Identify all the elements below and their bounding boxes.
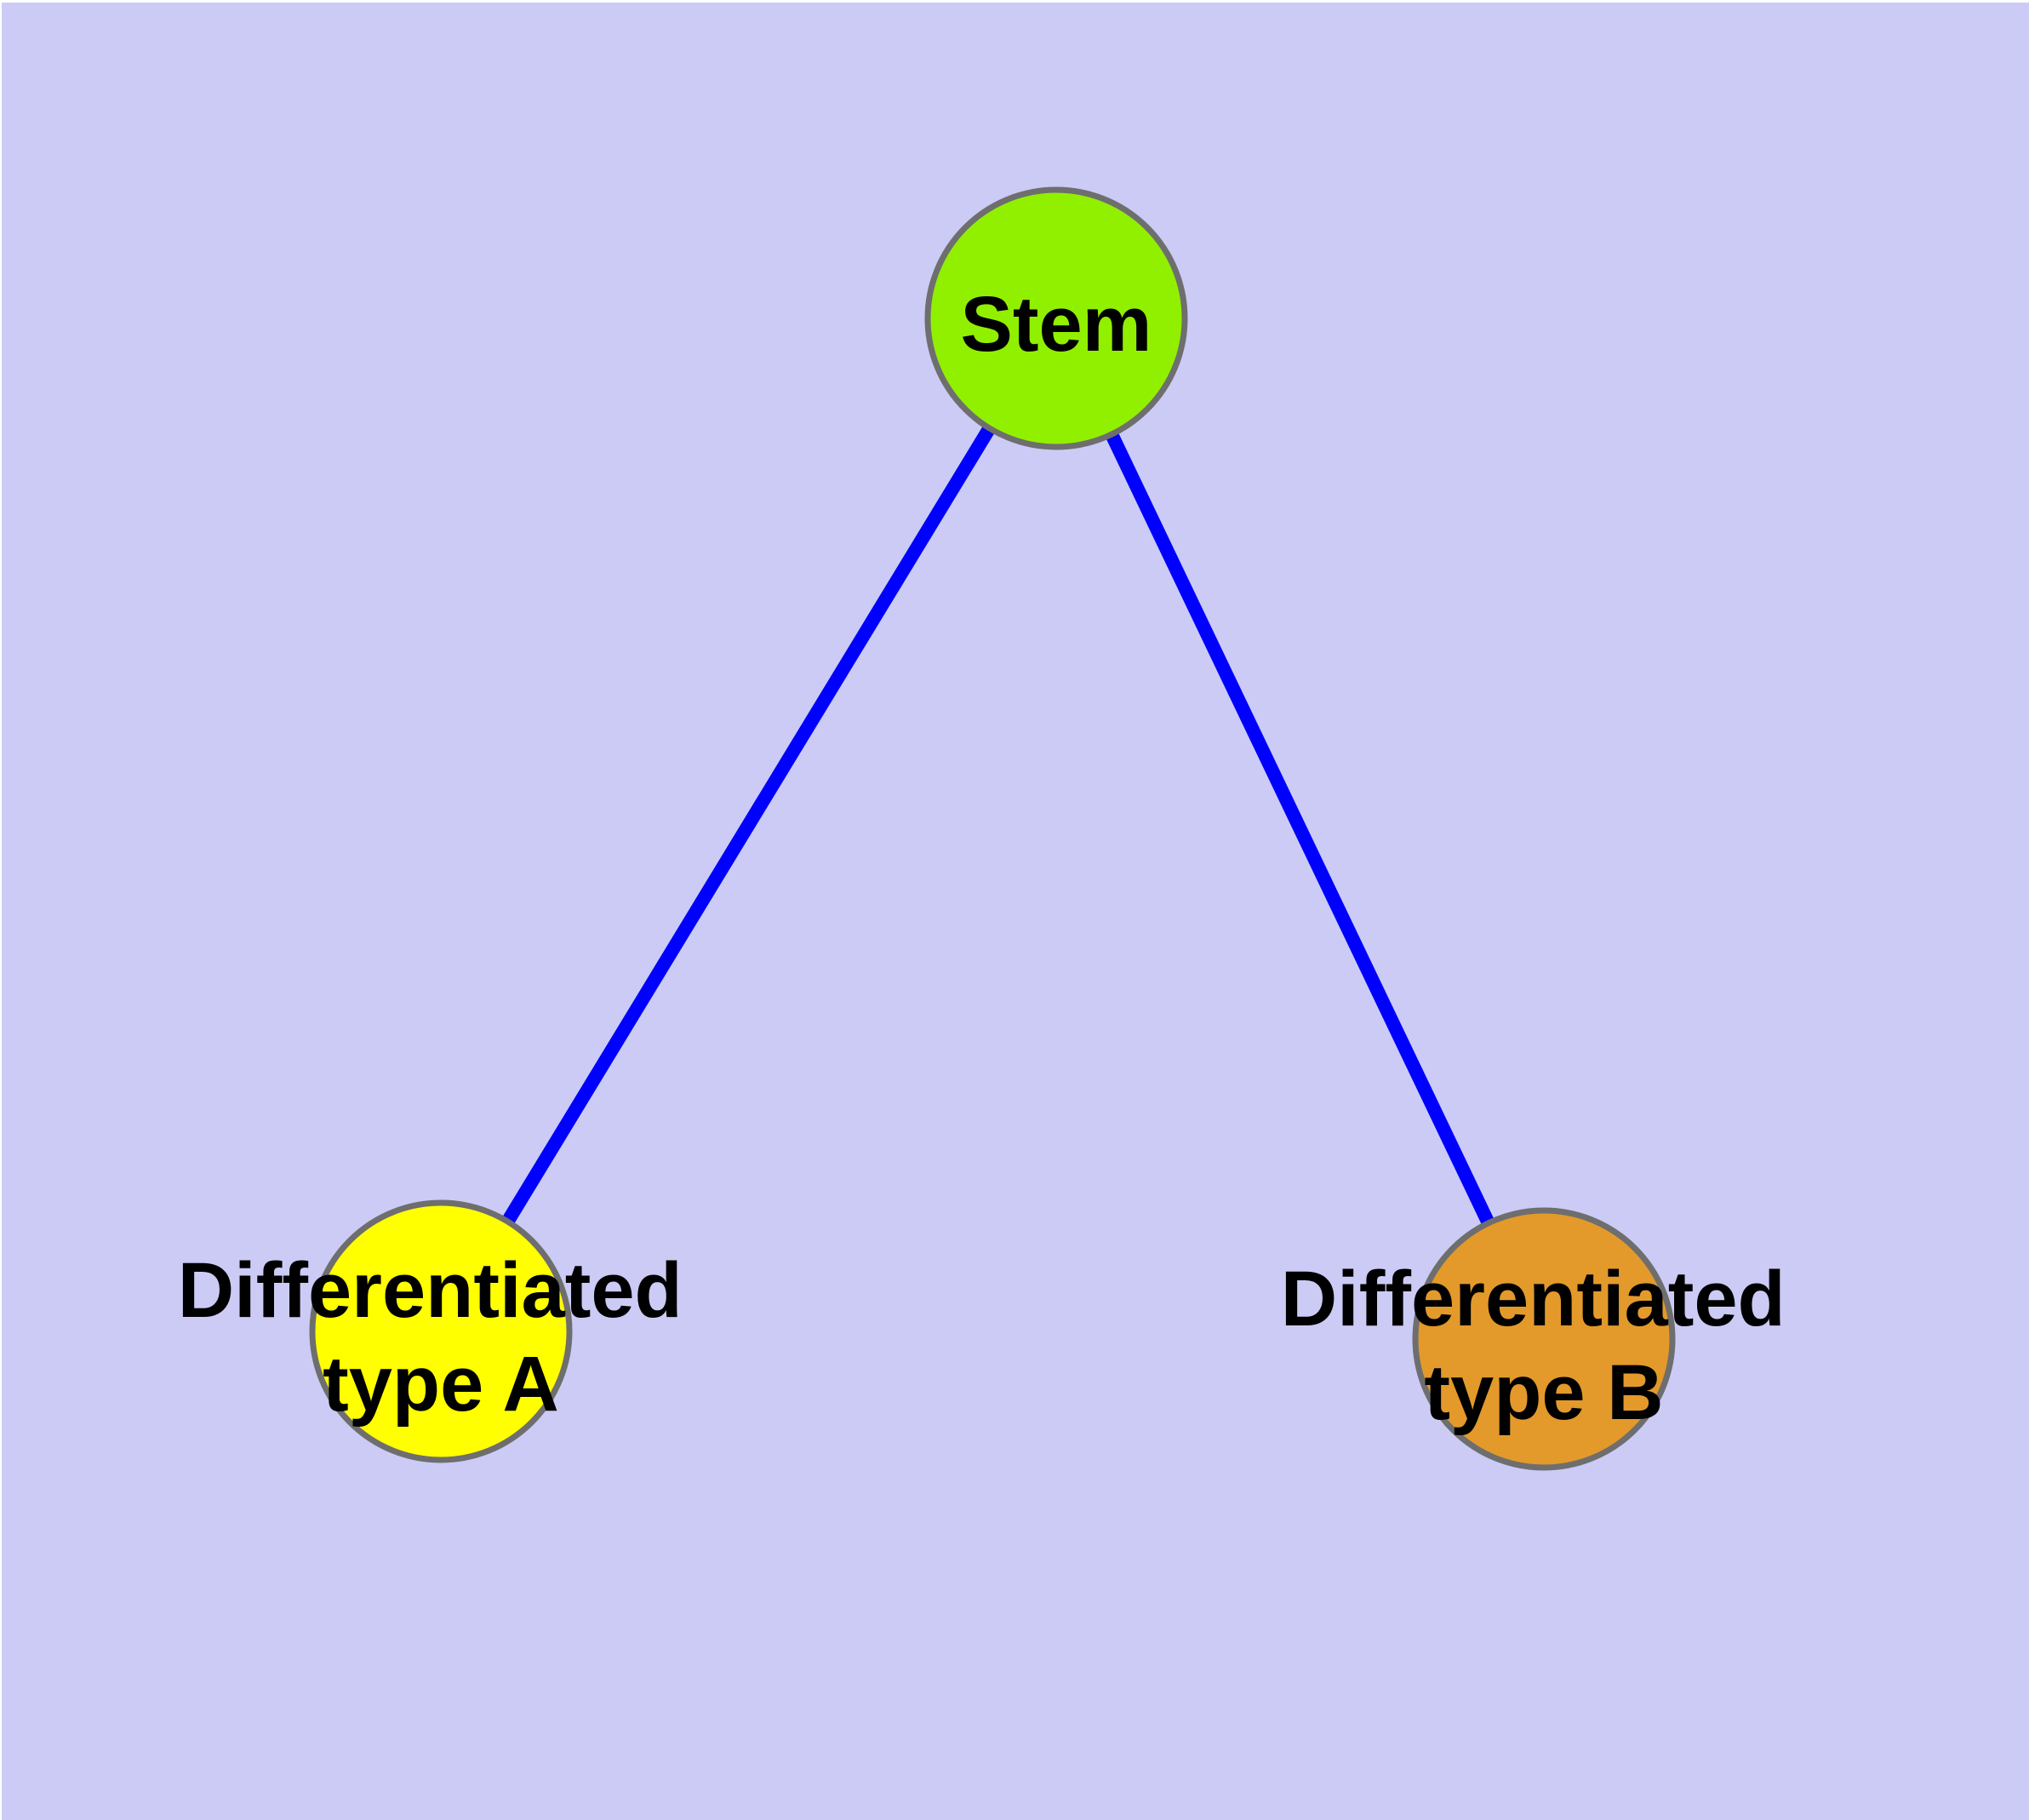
node-stem	[924, 186, 1188, 450]
edge-stem-to-type-b	[1049, 315, 1551, 1342]
node-type-a-label: Differentiated type A	[178, 1247, 705, 1428]
node-differentiated-type-b	[1412, 1207, 1676, 1471]
nodes	[309, 186, 1676, 1471]
node-type-b-label: Differentiated type B	[1281, 1256, 1808, 1436]
node-type-b-label-line-1: Differentiated	[1281, 1256, 1786, 1342]
node-type-a-label-line-2: type A	[323, 1341, 559, 1428]
node-labels: Stem Differentiated type A Differentiate…	[178, 281, 1808, 1436]
node-differentiated-type-a	[309, 1199, 573, 1463]
edges	[435, 314, 1551, 1342]
edge-stem-to-type-a	[435, 314, 1062, 1336]
node-type-b-label-line-2: type B	[1424, 1349, 1663, 1436]
node-stem-label: Stem	[961, 281, 1152, 368]
node-type-a-label-line-1: Differentiated	[178, 1247, 683, 1334]
